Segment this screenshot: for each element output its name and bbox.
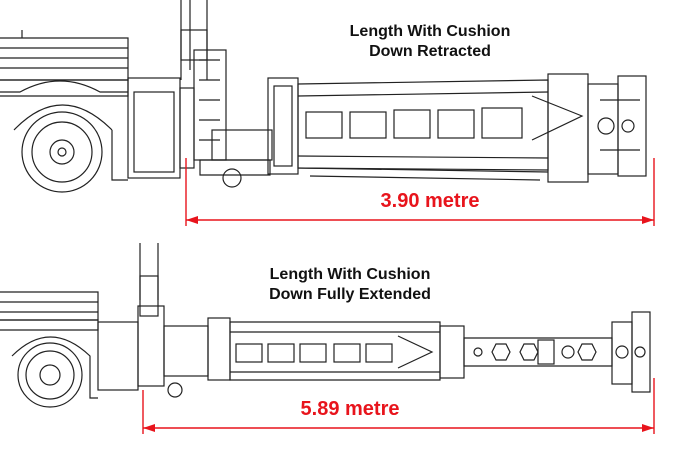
top-title-line1: Length With Cushion	[349, 23, 511, 40]
dimension-bottom	[142, 378, 655, 434]
bottom-title: Length With Cushion Down Fully Extended	[220, 265, 480, 305]
bottom-dimension-label: 5.89 metre	[300, 398, 400, 420]
top-title: Length With Cushion Down Retracted	[300, 22, 560, 62]
top-title-line2: Down Retracted	[369, 43, 491, 60]
boom-top	[267, 73, 647, 183]
dimension-top	[185, 158, 655, 226]
top-dimension-label: 3.90 metre	[380, 190, 480, 212]
boom-bottom	[207, 311, 651, 393]
bottom-title-line2: Down Fully Extended	[269, 286, 431, 303]
truck-top	[0, 0, 273, 193]
bottom-title-line1: Length With Cushion	[269, 266, 431, 283]
truck-bottom	[0, 243, 209, 408]
